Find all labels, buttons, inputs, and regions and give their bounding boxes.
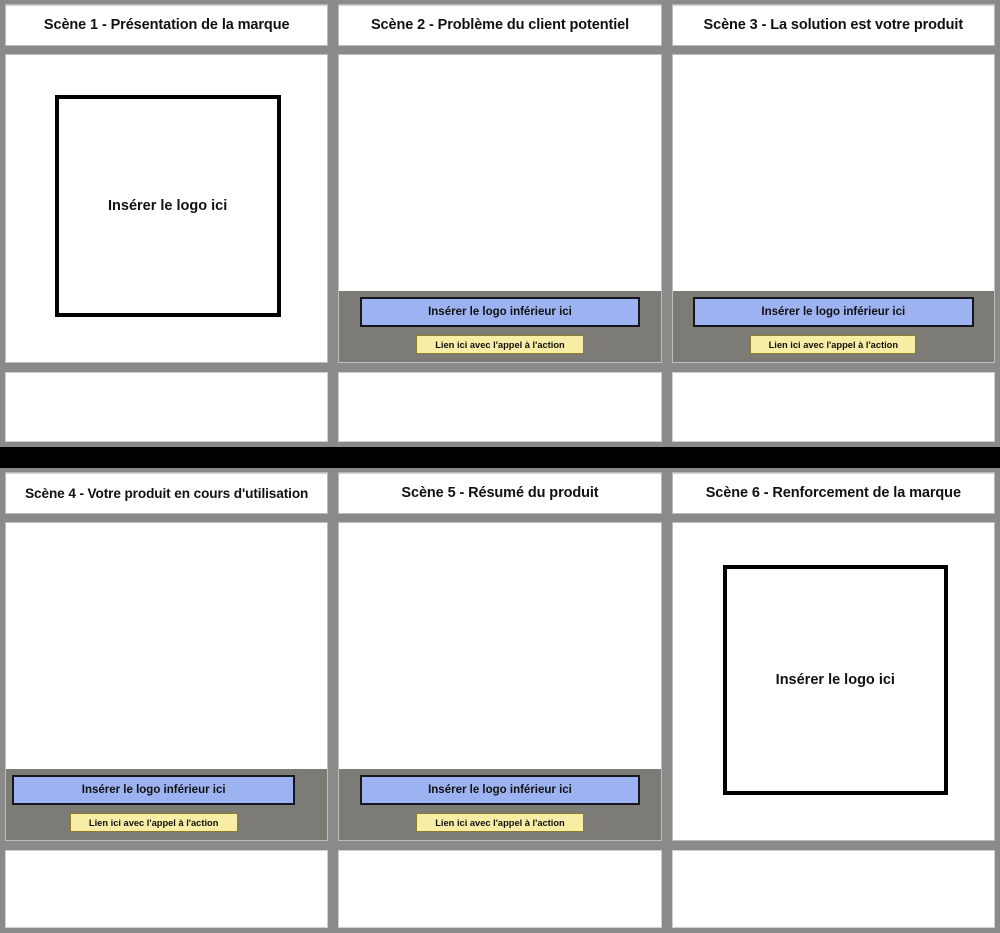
scene-3-cta-button[interactable]: Lien ici avec l'appel à l'action (750, 335, 917, 354)
scene-4-art-frame[interactable]: Insérer le logo inférieur ici Lien ici a… (5, 522, 329, 841)
scene-2-notes-box[interactable] (338, 372, 662, 442)
storyboard-row-2: Scène 4 - Votre produit en cours d'utili… (0, 468, 1000, 933)
scene-5-cta-label: Lien ici avec l'appel à l'action (435, 817, 565, 828)
scene-4-frame-gap (3, 841, 331, 850)
scene-3-title-bar[interactable]: Scène 3 - La solution est votre produit (671, 4, 995, 46)
scene-panel-2[interactable]: Scène 2 - Problème du client potentiel I… (336, 4, 664, 442)
scene-4-notes-box[interactable] (5, 850, 329, 928)
row-separator (0, 447, 1000, 468)
scene-2-cta-button[interactable]: Lien ici avec l'appel à l'action (415, 335, 584, 354)
scene-5-bottom-logo-button[interactable]: Insérer le logo inférieur ici (359, 775, 640, 805)
scene-1-logo-placeholder[interactable]: Insérer le logo ici (54, 94, 281, 317)
scene-4-cta-label: Lien ici avec l'appel à l'action (88, 817, 219, 828)
scene-3-bottom-logo-button[interactable]: Insérer le logo inférieur ici (692, 297, 974, 327)
scene-3-notes-box[interactable] (671, 372, 995, 442)
scene-3-canvas[interactable] (672, 55, 994, 291)
scene-1-title-gap (3, 46, 331, 54)
scene-5-frame-gap (336, 841, 664, 850)
scene-2-bottom-logo-label: Insérer le logo inférieur ici (428, 306, 572, 318)
scene-4-lower-band: Insérer le logo inférieur ici Lien ici a… (6, 769, 328, 840)
scene-2-title-gap (336, 46, 664, 54)
scene-2-title-text: Scène 2 - Problème du client potentiel (370, 17, 630, 33)
scene-6-canvas: Insérer le logo ici (672, 523, 994, 840)
scene-5-title-text: Scène 5 - Résumé du produit (401, 485, 599, 501)
scene-4-title-gap (3, 514, 331, 522)
scene-5-title-bar[interactable]: Scène 5 - Résumé du produit (338, 472, 662, 514)
scene-6-title-text: Scène 6 - Renforcement de la marque (705, 485, 961, 501)
scene-6-logo-placeholder-label: Insérer le logo ici (775, 671, 895, 688)
scene-2-title-bar[interactable]: Scène 2 - Problème du client potentiel (338, 4, 662, 46)
scene-2-art-frame[interactable]: Insérer le logo inférieur ici Lien ici a… (338, 54, 662, 363)
scene-1-art-frame[interactable]: Insérer le logo ici (5, 54, 329, 363)
storyboard-row-1: Scène 1 - Présentation de la marque Insé… (0, 0, 1000, 447)
scene-6-frame-gap (669, 841, 997, 850)
scene-4-bottom-logo-button[interactable]: Insérer le logo inférieur ici (12, 775, 296, 805)
scene-5-bottom-logo-label: Insérer le logo inférieur ici (428, 784, 572, 796)
scene-3-title-text: Scène 3 - La solution est votre produit (703, 17, 964, 33)
scene-5-notes-box[interactable] (338, 850, 662, 928)
scene-5-lower-band: Insérer le logo inférieur ici Lien ici a… (339, 769, 661, 840)
scene-3-frame-gap (669, 363, 997, 372)
scene-4-title-text: Scène 4 - Votre produit en cours d'utili… (25, 485, 309, 501)
scene-1-notes-box[interactable] (5, 372, 329, 442)
scene-6-logo-placeholder[interactable]: Insérer le logo ici (722, 564, 948, 795)
scene-panel-1[interactable]: Scène 1 - Présentation de la marque Insé… (3, 4, 331, 442)
scene-6-art-frame[interactable]: Insérer le logo ici (671, 522, 995, 841)
scene-2-lower-band: Insérer le logo inférieur ici Lien ici a… (339, 291, 661, 362)
scene-5-cta-button[interactable]: Lien ici avec l'appel à l'action (415, 813, 584, 832)
scene-1-logo-placeholder-label: Insérer le logo ici (108, 197, 228, 214)
scene-2-frame-gap (336, 363, 664, 372)
scene-5-canvas[interactable] (339, 523, 661, 769)
scene-panel-3[interactable]: Scène 3 - La solution est votre produit … (669, 4, 997, 442)
scene-1-canvas: Insérer le logo ici (6, 55, 328, 362)
scene-panel-4[interactable]: Scène 4 - Votre produit en cours d'utili… (3, 472, 331, 928)
scene-5-title-gap (336, 514, 664, 522)
scene-5-art-frame[interactable]: Insérer le logo inférieur ici Lien ici a… (338, 522, 662, 841)
scene-3-bottom-logo-label: Insérer le logo inférieur ici (761, 306, 906, 318)
scene-4-canvas[interactable] (6, 523, 328, 769)
scene-2-canvas[interactable] (339, 55, 661, 291)
scene-panel-6[interactable]: Scène 6 - Renforcement de la marque Insé… (669, 472, 997, 928)
scene-6-title-gap (669, 514, 997, 522)
scene-3-title-gap (669, 46, 997, 54)
scene-1-title-bar[interactable]: Scène 1 - Présentation de la marque (5, 4, 329, 46)
scene-2-cta-label: Lien ici avec l'appel à l'action (435, 339, 565, 350)
scene-4-bottom-logo-label: Insérer le logo inférieur ici (81, 784, 226, 796)
scene-4-cta-button[interactable]: Lien ici avec l'appel à l'action (69, 813, 238, 832)
scene-6-title-bar[interactable]: Scène 6 - Renforcement de la marque (671, 472, 995, 514)
scene-1-frame-gap (3, 363, 331, 372)
scene-panel-5[interactable]: Scène 5 - Résumé du produit Insérer le l… (336, 472, 664, 928)
scene-1-title-text: Scène 1 - Présentation de la marque (43, 17, 290, 33)
scene-3-lower-band: Insérer le logo inférieur ici Lien ici a… (672, 291, 994, 362)
scene-4-title-bar[interactable]: Scène 4 - Votre produit en cours d'utili… (5, 472, 329, 514)
scene-3-cta-label: Lien ici avec l'appel à l'action (768, 339, 899, 350)
scene-6-notes-box[interactable] (671, 850, 995, 928)
scene-2-bottom-logo-button[interactable]: Insérer le logo inférieur ici (359, 297, 640, 327)
scene-3-art-frame[interactable]: Insérer le logo inférieur ici Lien ici a… (671, 54, 995, 363)
